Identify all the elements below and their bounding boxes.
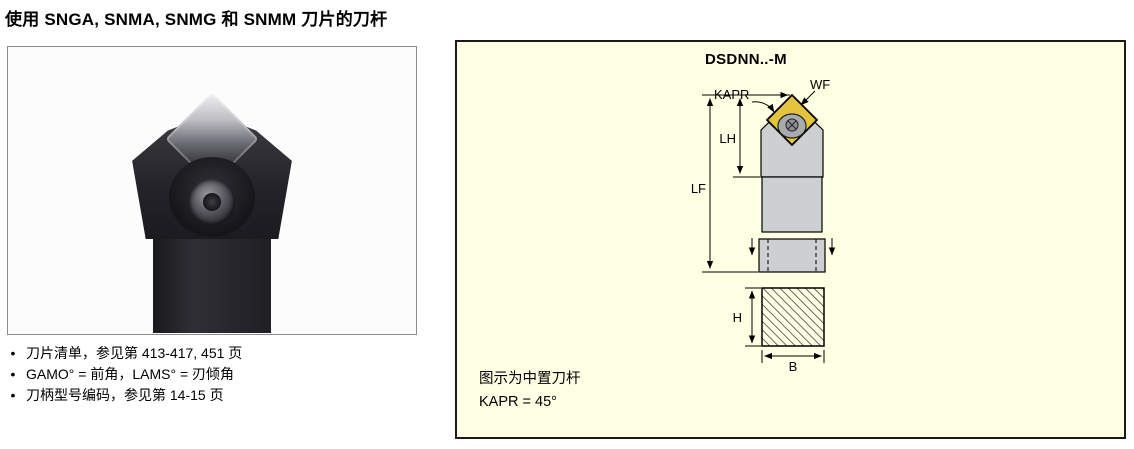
note-text: GAMO° = 前角，LAMS° = 刃倾角 [26, 366, 235, 382]
label-lh: LH [719, 131, 736, 146]
notes-list: • 刀片清单，参见第 413-417, 451 页 • GAMO° = 前角，L… [8, 343, 243, 406]
note-item: • 刀柄型号编码，参见第 14-15 页 [8, 385, 242, 406]
label-lf: LF [691, 181, 706, 196]
caption-line-2: KAPR = 45° [479, 394, 557, 410]
diagram-panel: DSDNN..-M [455, 40, 1126, 439]
tool-clamp-screw-icon [189, 179, 235, 225]
tool-photo-frame [7, 46, 417, 335]
shank-cross-section [761, 287, 825, 347]
model-designation: DSDNN..-M [705, 51, 787, 68]
tool-body-outline [761, 176, 823, 233]
label-b: B [789, 359, 798, 374]
bullet-icon: • [10, 387, 16, 403]
bullet-icon: • [10, 366, 16, 382]
note-text: 刀片清单，参见第 413-417, 451 页 [26, 345, 243, 361]
tool-shank [153, 235, 271, 333]
note-item: • GAMO° = 前角，LAMS° = 刃倾角 [8, 364, 242, 385]
dimension-lines [702, 90, 836, 363]
label-h: H [733, 310, 742, 325]
bullet-icon: • [10, 345, 16, 361]
tool-shank-segment [758, 238, 826, 273]
tool-holder-photo [122, 87, 302, 333]
dimension-diagram: KAPR WF LH LF H B [691, 77, 836, 374]
note-item: • 刀片清单，参见第 413-417, 451 页 [8, 343, 243, 364]
label-wf: WF [810, 77, 830, 92]
note-text: 刀柄型号编码，参见第 14-15 页 [26, 387, 224, 403]
insert-and-clamp [765, 93, 819, 147]
caption-line-1: 图示为中置刀杆 [479, 371, 581, 387]
panel-caption: 图示为中置刀杆 KAPR = 45° [479, 368, 581, 414]
page-title: 使用 SNGA, SNMA, SNMG 和 SNMM 刀片的刀杆 [5, 10, 388, 29]
label-kapr: KAPR [714, 87, 749, 102]
